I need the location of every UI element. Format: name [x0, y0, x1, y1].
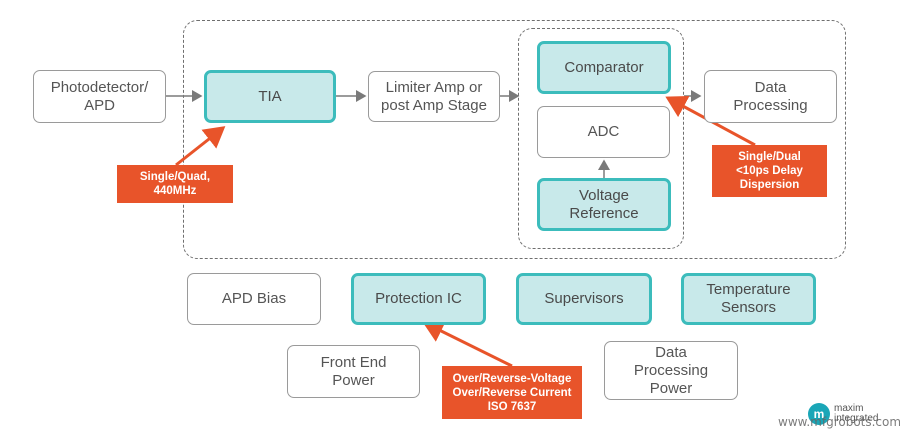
protection-callout: Over/Reverse-Voltage Over/Reverse Curren… — [442, 366, 582, 419]
maxim-logo-text: maxim integrated — [834, 403, 879, 424]
signal-chain-group — [183, 20, 846, 259]
limiter-amp-block: Limiter Amp or post Amp Stage — [368, 71, 500, 122]
temperature-sensors-block: Temperature Sensors — [681, 273, 816, 325]
comparator-adc-group — [518, 28, 684, 249]
voltage-reference-block: Voltage Reference — [537, 178, 671, 231]
tia-callout: Single/Quad, 440MHz — [117, 165, 233, 203]
protection-ic-block: Protection IC — [351, 273, 486, 325]
data-processing-power-block: Data Processing Power — [604, 341, 738, 400]
photodetector-block: Photodetector/ APD — [33, 70, 166, 123]
comparator-block: Comparator — [537, 41, 671, 94]
adc-block: ADC — [537, 106, 670, 158]
callout-pointer-tia — [175, 126, 226, 167]
front-end-power-block: Front End Power — [287, 345, 420, 398]
maxim-logo: m maxim integrated — [808, 403, 878, 425]
maxim-logo-icon: m — [808, 403, 830, 425]
data-processing-block: Data Processing — [704, 70, 837, 123]
watermark: www.mfgrobots.com — [778, 415, 900, 429]
comparator-callout: Single/Dual <10ps Delay Dispersion — [712, 145, 827, 197]
callout-pointer-protection — [422, 320, 513, 368]
supervisors-block: Supervisors — [516, 273, 652, 325]
tia-block: TIA — [204, 70, 336, 123]
apd-bias-block: APD Bias — [187, 273, 321, 325]
